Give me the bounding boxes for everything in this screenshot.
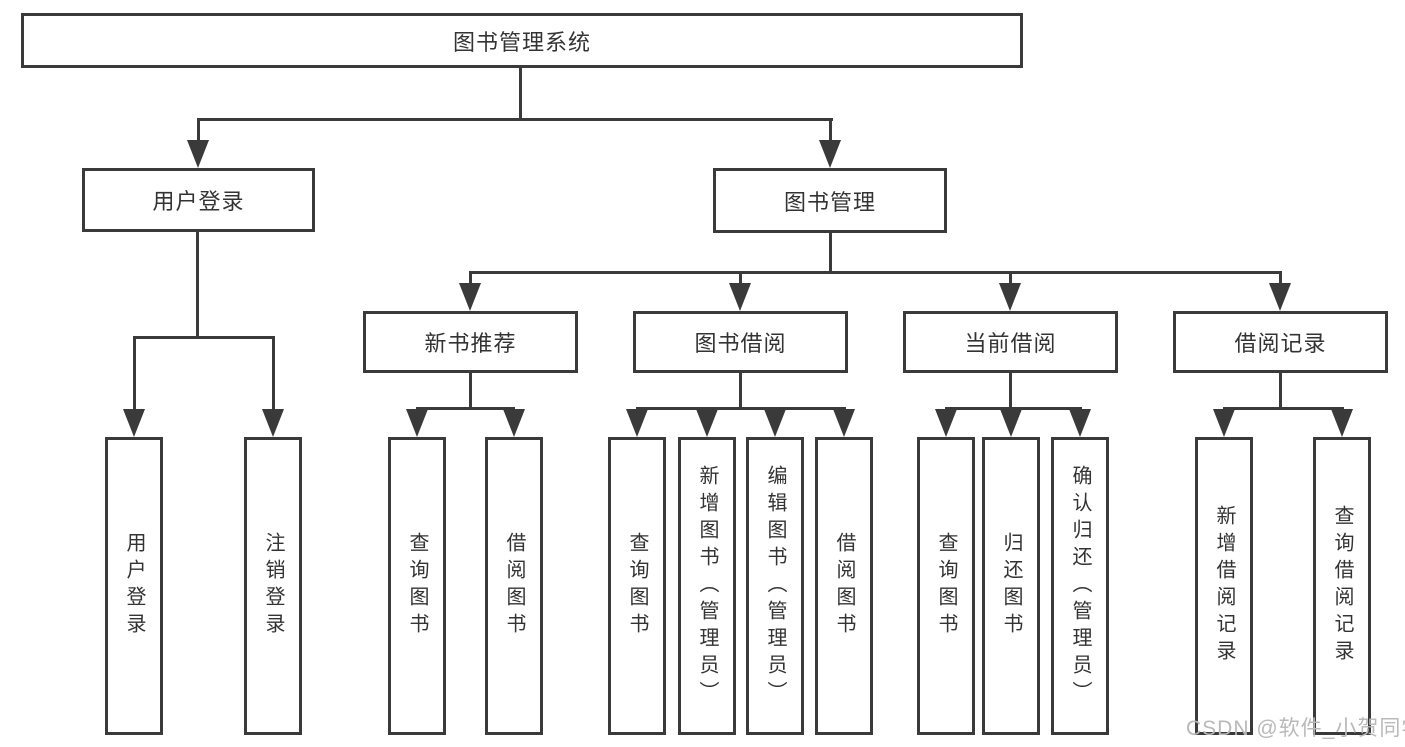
arrow-down xyxy=(187,140,209,168)
leaf-borrow-books: 借阅图书 xyxy=(815,437,873,735)
arrow-down xyxy=(764,409,786,437)
connector-line xyxy=(133,336,274,339)
node-label: 借阅记录 xyxy=(1234,331,1327,356)
leaf-confirm-return-admin: 确认归还（管理员） xyxy=(1051,437,1109,735)
arrow-down xyxy=(999,283,1021,311)
arrow-down xyxy=(1331,409,1353,437)
leaf-add-borrow-record: 新增借阅记录 xyxy=(1195,437,1253,735)
connector-line xyxy=(197,118,200,142)
connector-line xyxy=(636,407,846,410)
leaf-return-books: 归还图书 xyxy=(982,437,1040,735)
node-label: 查询图书 xyxy=(626,532,648,640)
node-book-management: 图书管理 xyxy=(713,168,947,233)
leaf-query-books: 查询图书 xyxy=(917,437,975,735)
connector-line xyxy=(469,271,472,283)
connector-line xyxy=(469,271,1281,274)
connector-line xyxy=(272,336,275,409)
connector-line xyxy=(829,118,832,142)
node-book-management-system: 图书管理系统 xyxy=(21,13,1023,68)
leaf-query-books: 查询图书 xyxy=(388,437,446,735)
arrow-down xyxy=(406,409,428,437)
arrow-down xyxy=(1213,409,1235,437)
leaf-add-books-admin: 新增图书（管理员） xyxy=(678,437,736,735)
node-user-login: 用户登录 xyxy=(82,168,315,232)
arrow-down xyxy=(262,409,284,437)
arrow-down xyxy=(696,409,718,437)
connector-line xyxy=(1009,373,1012,407)
node-label: 归还图书 xyxy=(1000,532,1022,640)
connector-line xyxy=(829,233,832,271)
leaf-query-books: 查询图书 xyxy=(608,437,666,735)
node-label: 查询借阅记录 xyxy=(1331,505,1353,667)
connector-line xyxy=(416,407,515,410)
arrow-down xyxy=(1069,409,1091,437)
node-label: 借阅图书 xyxy=(833,532,855,640)
connector-line xyxy=(739,373,742,407)
arrow-down xyxy=(1269,283,1291,311)
node-current-borrowing: 当前借阅 xyxy=(903,311,1118,373)
node-label: 新书推荐 xyxy=(424,331,517,356)
leaf-logout: 注销登录 xyxy=(244,437,302,735)
node-book-borrowing: 图书借阅 xyxy=(633,311,848,373)
connector-line xyxy=(1279,373,1282,407)
node-borrowing-records: 借阅记录 xyxy=(1173,311,1388,373)
node-label: 图书借阅 xyxy=(694,331,787,356)
connector-line xyxy=(1223,407,1344,410)
connector-line xyxy=(197,118,833,121)
connector-line xyxy=(1279,271,1282,283)
node-label: 查询图书 xyxy=(406,532,428,640)
node-label: 用户登录 xyxy=(152,189,245,214)
node-label: 编辑图书（管理员） xyxy=(764,464,786,708)
connector-line xyxy=(739,271,742,283)
arrow-down xyxy=(123,409,145,437)
connector-line xyxy=(945,407,1082,410)
node-new-book-recommend: 新书推荐 xyxy=(363,311,578,373)
node-label: 当前借阅 xyxy=(964,331,1057,356)
node-label: 查询图书 xyxy=(935,532,957,640)
leaf-user-login: 用户登录 xyxy=(105,437,163,735)
arrow-down xyxy=(1000,409,1022,437)
connector-line xyxy=(196,232,199,336)
arrow-down xyxy=(833,409,855,437)
node-label: 确认归还（管理员） xyxy=(1069,464,1091,708)
node-label: 新增借阅记录 xyxy=(1213,505,1235,667)
node-label: 图书管理系统 xyxy=(452,29,591,55)
connector-line xyxy=(469,373,472,407)
node-label: 借阅图书 xyxy=(503,532,525,640)
connector-line xyxy=(133,336,136,409)
arrow-down xyxy=(626,409,648,437)
arrow-down xyxy=(503,409,525,437)
csdn-watermark: CSDN @软件_小贺同学 xyxy=(1186,717,1405,740)
arrow-down xyxy=(459,283,481,311)
arrow-down xyxy=(729,283,751,311)
node-label: 新增图书（管理员） xyxy=(696,464,718,708)
leaf-query-borrow-record: 查询借阅记录 xyxy=(1313,437,1371,735)
leaf-edit-books-admin: 编辑图书（管理员） xyxy=(746,437,804,735)
node-label: 图书管理 xyxy=(783,189,876,215)
arrow-down xyxy=(819,140,841,168)
connector-line xyxy=(519,68,522,118)
leaf-borrow-books: 借阅图书 xyxy=(485,437,543,735)
arrow-down xyxy=(935,409,957,437)
node-label: 用户登录 xyxy=(123,532,145,640)
connector-line xyxy=(1009,271,1012,283)
node-label: 注销登录 xyxy=(262,532,284,640)
